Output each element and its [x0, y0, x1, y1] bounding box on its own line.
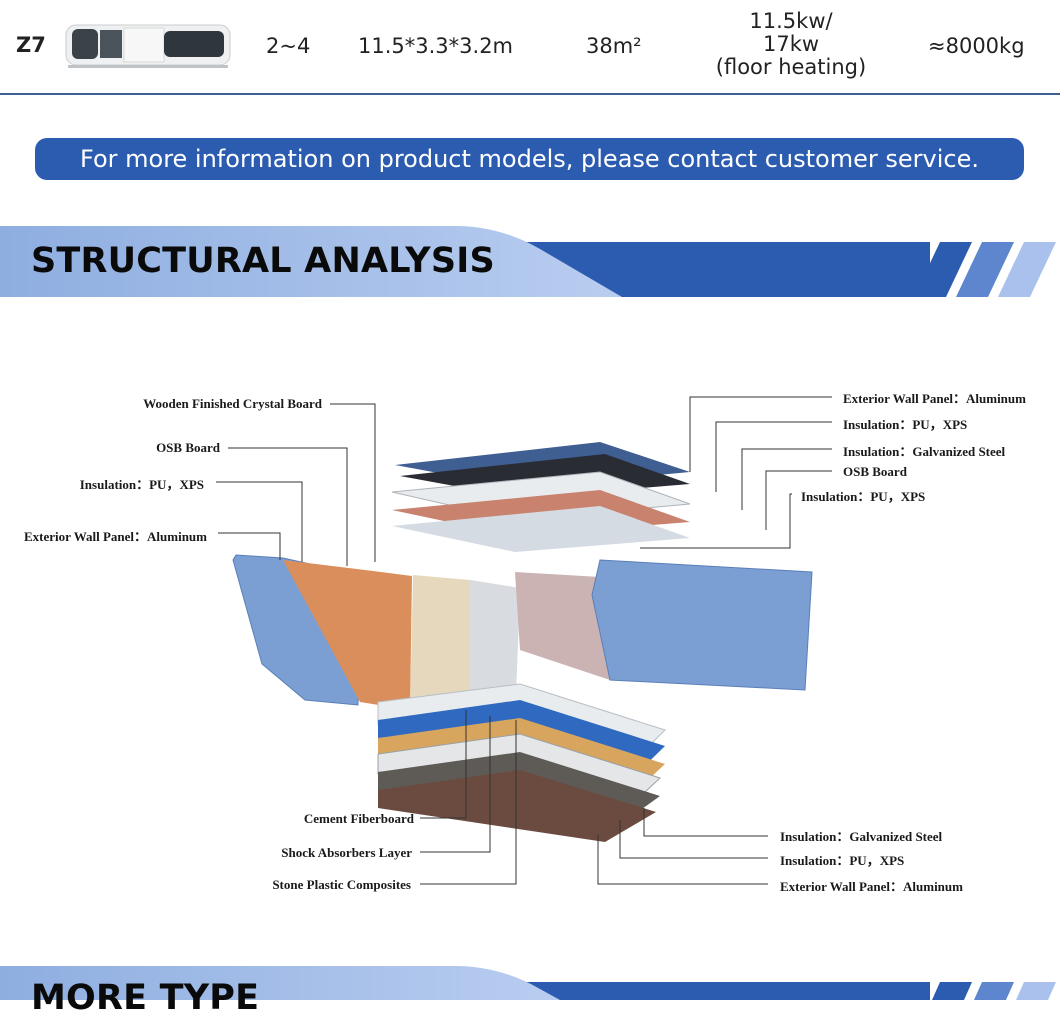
label-galvanized-steel-roof: Insulation：Galvanized Steel: [843, 444, 1006, 459]
power-line-3: (floor heating): [715, 55, 867, 79]
label-wooden-crystal-board: Wooden Finished Crystal Board: [143, 396, 322, 411]
row-divider: [0, 93, 1060, 95]
end-wall: [515, 559, 813, 691]
leader-lines: [216, 396, 832, 885]
label-shock-absorbers: Shock Absorbers Layer: [281, 845, 412, 860]
label-cement-fiberboard: Cement Fiberboard: [303, 811, 414, 826]
dimensions: 11.5*3.3*3.2m: [358, 34, 514, 58]
label-insulation-pu-roof-2: Insulation：PU，XPS: [801, 489, 926, 504]
label-galvanized-steel-floor: Insulation：Galvanized Steel: [780, 829, 943, 844]
label-exterior-aluminum-left: Exterior Wall Panel：Aluminum: [24, 529, 207, 544]
left-wall-layers: [232, 554, 520, 720]
weight: ≈8000kg: [928, 34, 1025, 58]
label-insulation-pu-floor: Insulation：PU，XPS: [780, 853, 905, 868]
contact-banner[interactable]: For more information on product models, …: [35, 138, 1024, 180]
power-rating: 11.5kw/ 17kw (floor heating): [712, 10, 870, 79]
label-osb-board-roof: OSB Board: [843, 464, 907, 479]
label-stone-plastic: Stone Plastic Composites: [272, 877, 411, 892]
capsule-house-thumbnail: [65, 24, 231, 68]
label-insulation-pu-roof: Insulation：PU，XPS: [843, 417, 968, 432]
occupancy: 2~4: [266, 34, 311, 58]
section-title-more-type: MORE TYPE: [31, 978, 260, 1018]
power-line-1: 11.5kw/: [749, 9, 833, 33]
floor-layers: [377, 683, 666, 842]
label-exterior-aluminum-roof: Exterior Wall Panel：Aluminum: [843, 391, 1026, 406]
model-name: Z7: [16, 33, 46, 57]
section-header-graphic-more: [0, 966, 1056, 1000]
area: 38m²: [586, 34, 642, 58]
section-title-structural: STRUCTURAL ANALYSIS: [31, 241, 495, 281]
exploded-structure-diagram: [216, 396, 832, 885]
label-osb-board-left: OSB Board: [156, 440, 220, 455]
label-insulation-pu-left: Insulation：PU，XPS: [79, 477, 204, 492]
roof-layers: [391, 442, 691, 552]
section-header-graphic: [0, 226, 1056, 297]
label-exterior-aluminum-floor: Exterior Wall Panel：Aluminum: [780, 879, 963, 894]
power-line-2: 17kw: [762, 32, 820, 56]
spec-row: Z7 2~4 11.5*3.3*3.2m 38m² 11.5kw/ 17kw (…: [0, 0, 1060, 96]
